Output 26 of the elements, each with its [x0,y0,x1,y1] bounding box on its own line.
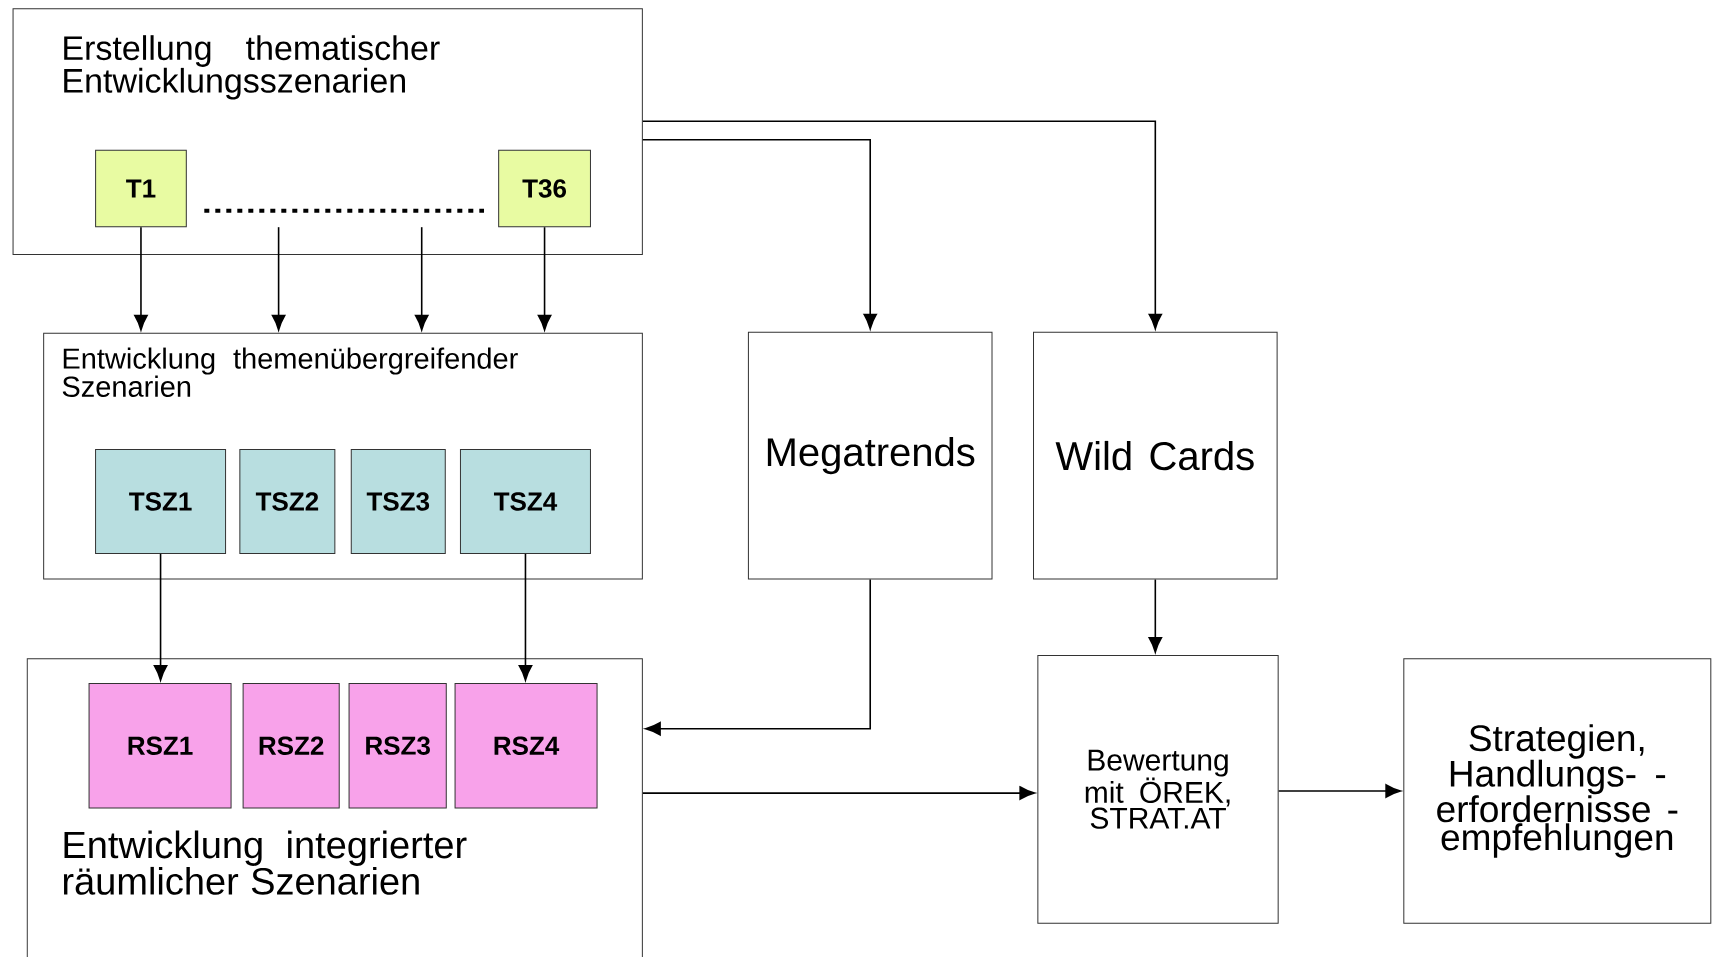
scenario-box: TSZ3 [350,449,446,554]
scenario-box: TSZ2 [239,449,336,554]
arrow [414,226,429,331]
theme-box: T36 [498,149,591,228]
arrow [1148,578,1163,653]
scenario-box: RSZ3 [348,682,447,809]
process-box: Strategien, Handlungs- -erfordernisse -empfehlungen [1403,658,1712,924]
arrow [271,226,286,331]
scenario-box: RSZ4 [454,682,598,809]
theme-box: T1 [95,149,187,228]
scenario-box: RSZ2 [242,682,340,809]
arrow [153,553,168,681]
arrow [642,120,1163,330]
scenario-box: TSZ1 [95,449,227,554]
arrow [518,553,533,681]
arrow [537,226,552,331]
arrow [1277,784,1402,798]
arrow [642,786,1036,800]
scenario-box: TSZ4 [459,449,591,554]
scenario-box: RSZ1 [88,682,232,809]
process-box: Megatrends [747,331,993,580]
process-box: Bewertung mit ÖREK, STRAT.AT [1037,654,1279,924]
arrow [642,139,878,330]
arrow [645,578,871,736]
process-box: Wild Cards [1033,331,1278,580]
arrow [134,226,148,331]
